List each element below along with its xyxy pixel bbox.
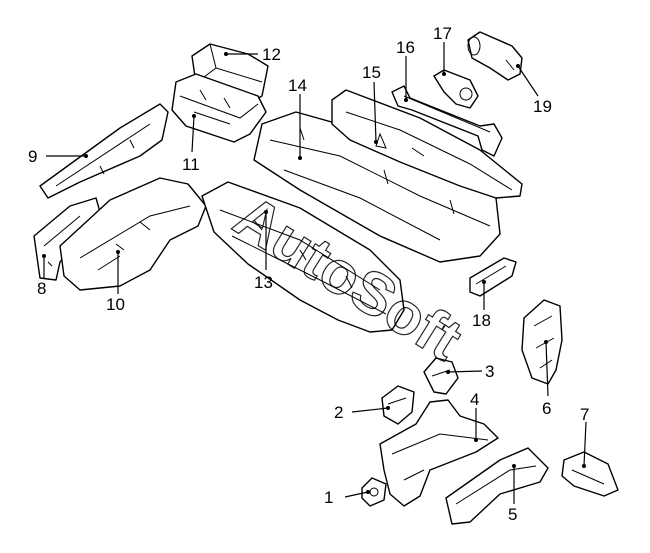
callout-10: 10	[106, 295, 125, 314]
callout-13: 13	[254, 273, 273, 292]
leader-dots	[42, 52, 586, 494]
part-2-mount	[381, 385, 415, 425]
callout-labels: 1 2 3 4 5 6 7 8 9 10 11 12 13 14 15 16 1…	[28, 24, 589, 524]
part-1-grommet	[361, 477, 387, 507]
part-15-cowl	[331, 89, 523, 199]
part-13-insulation	[201, 181, 405, 333]
callout-5: 5	[508, 505, 517, 524]
callout-1: 1	[324, 488, 333, 507]
leader-lines	[43, 42, 587, 504]
callout-4: 4	[470, 390, 479, 409]
callout-18: 18	[472, 311, 491, 330]
part-17-motor-arm	[433, 69, 479, 109]
part-10-wheelhouse	[59, 177, 207, 291]
part-18-bracket	[469, 257, 517, 297]
part-5-arm	[445, 447, 549, 525]
callout-15: 15	[362, 63, 381, 82]
part-14-crossmember	[253, 111, 501, 263]
callout-2: 2	[334, 403, 343, 422]
callout-12: 12	[262, 45, 281, 64]
callout-6: 6	[542, 399, 551, 418]
callout-11: 11	[182, 155, 200, 174]
part-6-support	[521, 299, 563, 385]
callout-17: 17	[433, 24, 452, 43]
callout-14: 14	[288, 76, 307, 95]
part-11-relay-box	[171, 73, 267, 143]
callout-16: 16	[396, 38, 415, 57]
callout-9: 9	[28, 147, 37, 166]
part-16-wiper-linkage	[391, 85, 503, 157]
callout-19: 19	[533, 97, 552, 116]
part-4-subframe	[379, 399, 499, 507]
part-19-wiper-motor	[467, 31, 523, 81]
callout-8: 8	[37, 279, 46, 298]
callout-7: 7	[580, 405, 589, 424]
callout-3: 3	[485, 362, 494, 381]
part-7-bracket	[561, 451, 619, 497]
part-9-rail	[39, 103, 169, 199]
